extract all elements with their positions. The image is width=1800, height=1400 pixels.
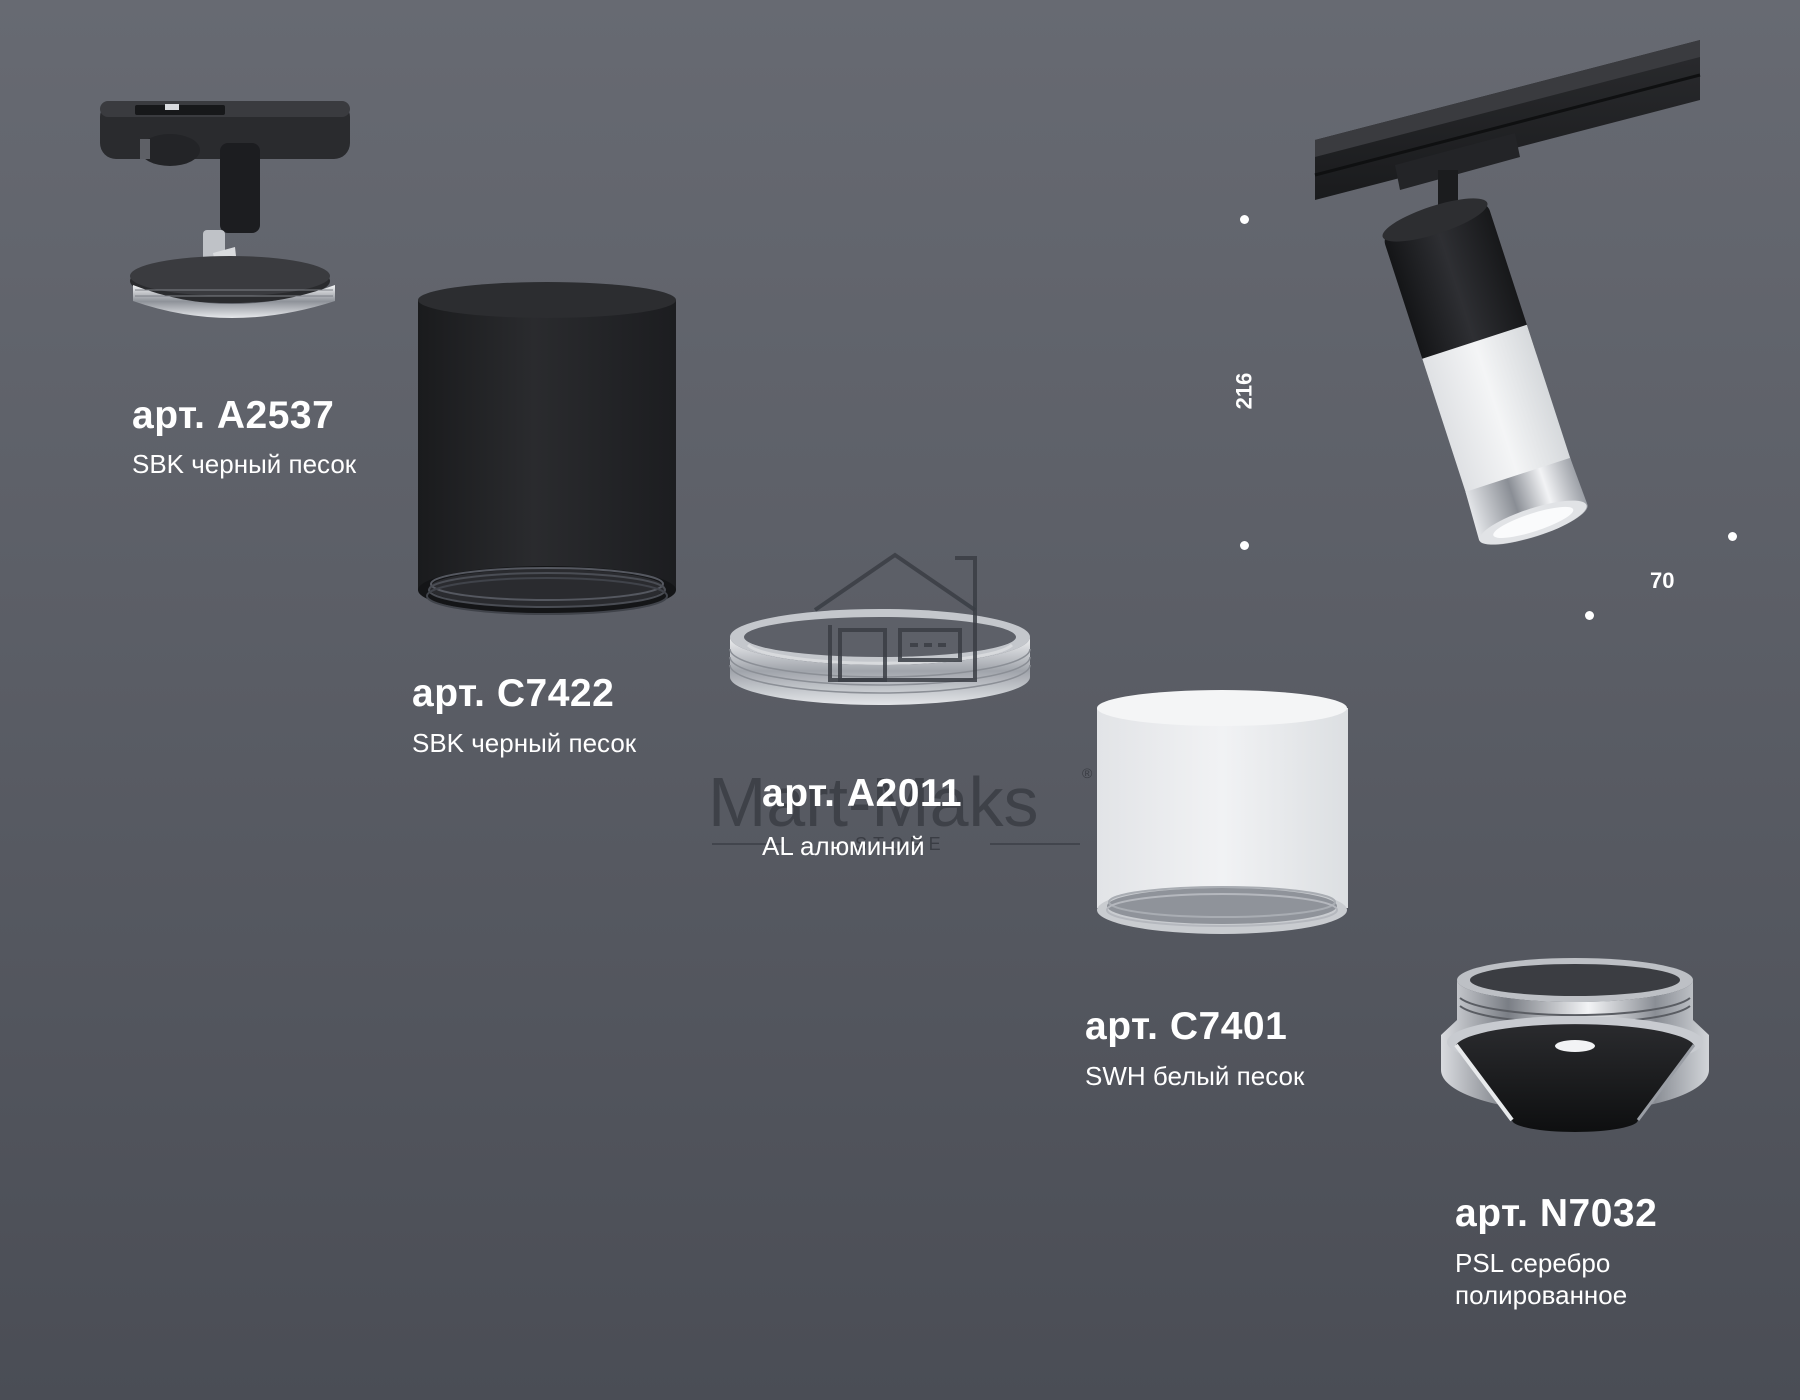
height-dimension: 216 <box>1231 372 1257 410</box>
dimension-marker <box>1240 215 1249 224</box>
dimension-marker <box>1728 532 1737 541</box>
width-dimension: 70 <box>1650 568 1675 593</box>
product-article: арт. A2537 <box>132 394 335 437</box>
product-finish-line1: PSL серебро <box>1455 1248 1611 1278</box>
product-article: арт. C7401 <box>1085 1005 1288 1048</box>
white-housing-image <box>1097 690 1348 934</box>
product-article: арт. C7422 <box>412 672 615 715</box>
product-finish: SBK черный песок <box>132 449 357 479</box>
product-finish: SBK черный песок <box>412 728 637 758</box>
track-adapter-image <box>100 101 350 318</box>
watermark-line-right <box>990 843 1080 845</box>
product-finish: AL алюминий <box>762 831 925 861</box>
watermark-sub: STORE <box>855 834 947 854</box>
aluminium-ring-image <box>729 609 1031 705</box>
watermark-line-left <box>712 843 782 845</box>
black-housing-image <box>418 282 676 615</box>
product-article: арт. A2011 <box>762 772 963 815</box>
watermark-registered: ® <box>1082 765 1093 781</box>
watermark-house-icon <box>813 552 977 682</box>
product-finish-line2: полированное <box>1455 1280 1628 1310</box>
chrome-reflector-image <box>1441 958 1709 1132</box>
product-article: арт. N7032 <box>1455 1192 1658 1235</box>
watermark-name: Mart-Maks <box>708 763 1039 841</box>
assembled-spotlight-image <box>1314 40 1701 545</box>
product-finish: SWH белый песок <box>1085 1061 1305 1091</box>
dimension-marker <box>1585 611 1594 620</box>
dimension-marker <box>1240 541 1249 550</box>
